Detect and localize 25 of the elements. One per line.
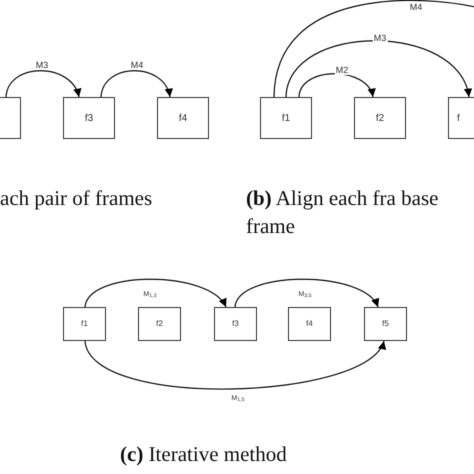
frame-box: f4	[157, 97, 209, 139]
caption: ach pair of frames	[0, 185, 154, 212]
caption: (b) Align each fra base frame	[246, 185, 440, 240]
edge-label: M2	[334, 66, 350, 75]
curved-arrow	[234, 278, 378, 308]
curved-arrow	[285, 40, 470, 98]
curved-arrow	[5, 70, 80, 98]
frame-box: f4	[288, 307, 331, 341]
frame-box: f	[448, 97, 474, 139]
frame-box: f1	[63, 307, 106, 341]
frame-box: f5	[364, 307, 407, 341]
frame-box: f1	[260, 97, 312, 139]
edge-label: M4	[130, 61, 144, 70]
frame-box: f2	[138, 307, 181, 341]
edge-label: M3	[34, 61, 50, 70]
curved-arrow	[100, 70, 172, 98]
frame-box: f3	[214, 307, 257, 341]
edge-label: M3	[372, 34, 388, 43]
frame-box: f2	[354, 97, 406, 139]
edge-label: M4	[408, 3, 424, 12]
curved-arrow	[84, 278, 226, 308]
caption: (c) Iterative method	[120, 441, 288, 468]
curved-arrow	[298, 73, 374, 98]
curved-arrow	[84, 340, 384, 390]
frame-box: f3	[63, 97, 115, 139]
